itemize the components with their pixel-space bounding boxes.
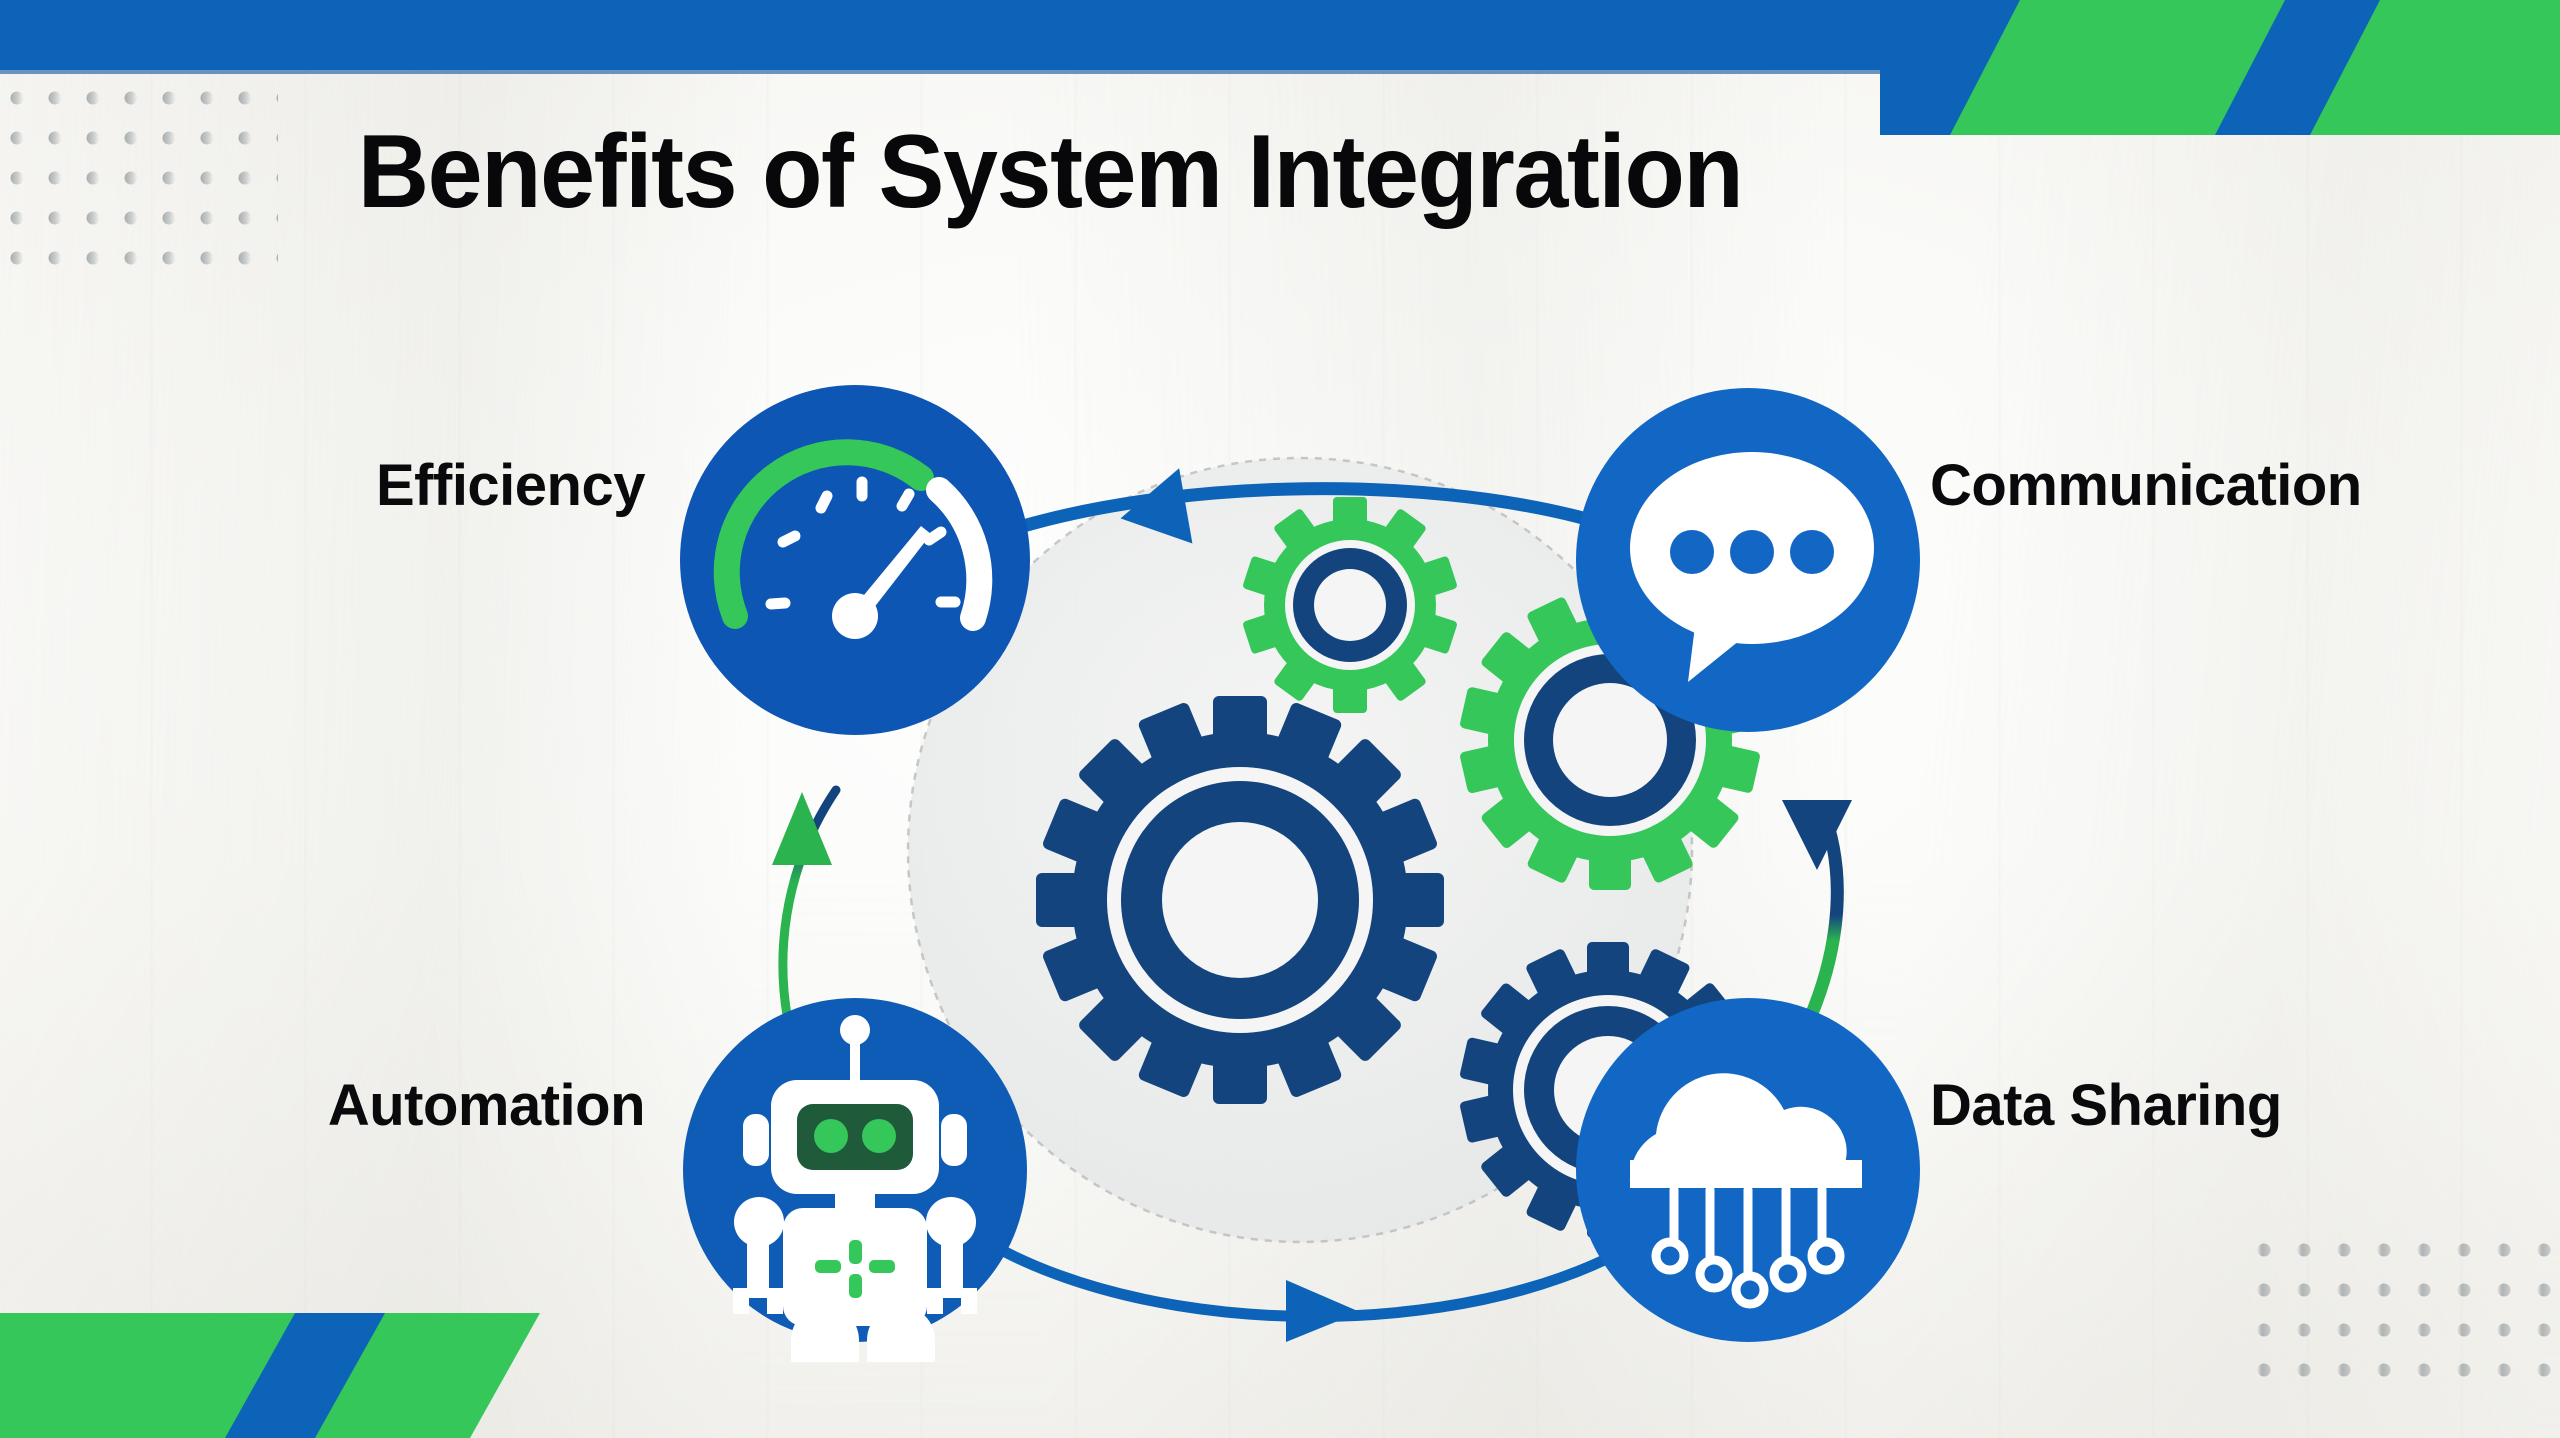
integration-diagram (680, 385, 1920, 1362)
cloud-network-icon (1629, 1073, 1862, 1309)
label-data-sharing: Data Sharing (1930, 1073, 2282, 1138)
node-efficiency[interactable] (680, 385, 1030, 735)
label-efficiency: Efficiency (376, 453, 646, 518)
robot-icon (733, 1015, 977, 1362)
speech-bubble-icon (1630, 452, 1874, 682)
node-communication[interactable] (1576, 388, 1920, 732)
page-title: Benefits of System Integration (357, 114, 1744, 230)
header-bar (0, 0, 2060, 74)
gear-large-navy (1036, 696, 1444, 1104)
label-automation: Automation (327, 1073, 646, 1138)
gear-small-green (1243, 497, 1457, 713)
node-automation[interactable] (683, 998, 1027, 1362)
node-data-sharing[interactable] (1576, 998, 1920, 1342)
speedometer-icon (713, 439, 993, 639)
label-communication: Communication (1930, 453, 2362, 518)
